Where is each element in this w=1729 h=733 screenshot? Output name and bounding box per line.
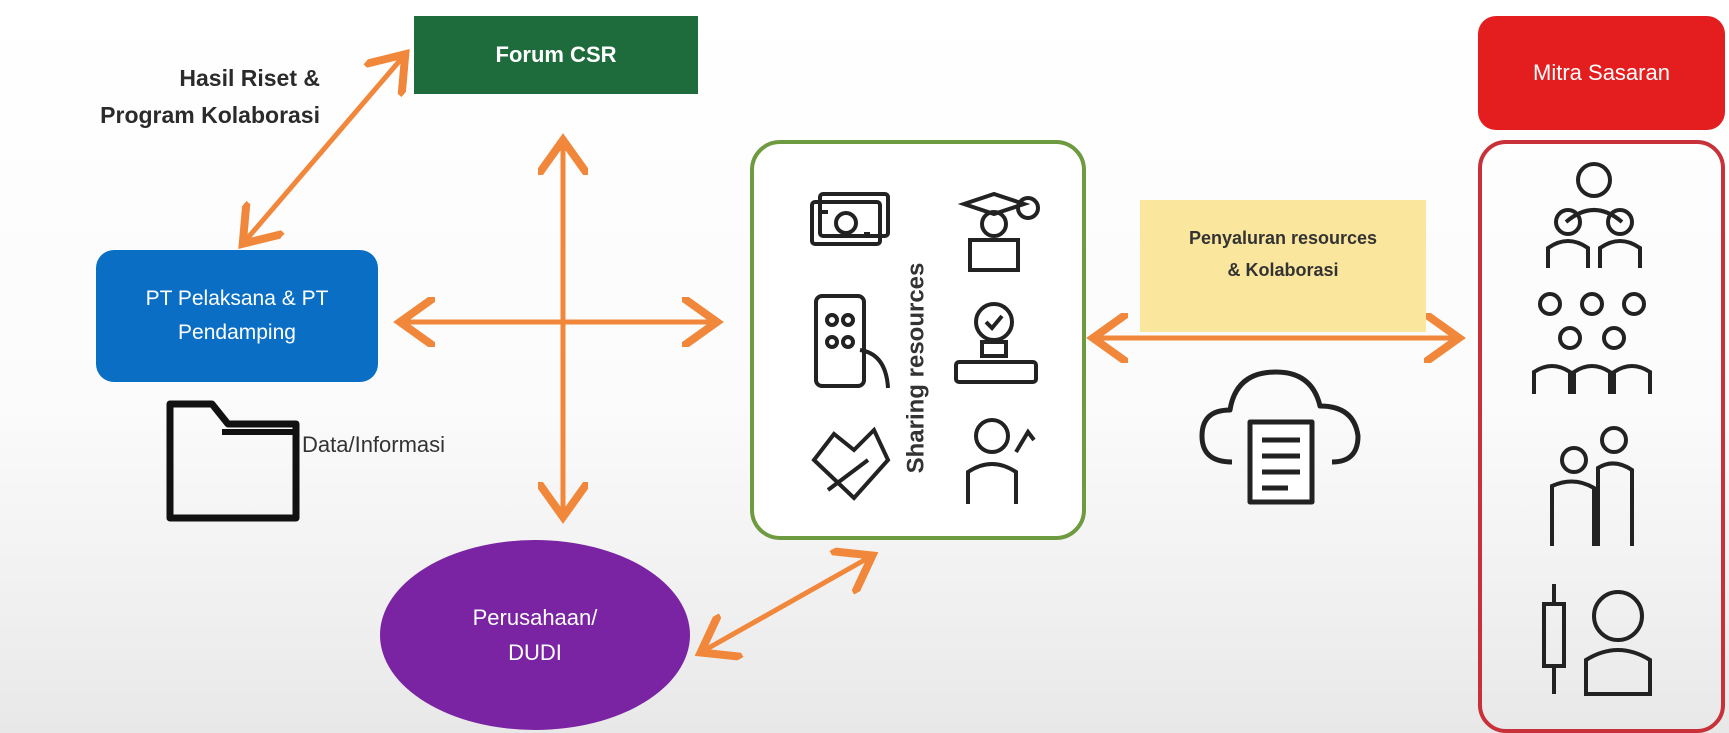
- elderly-care-icon: [1550, 426, 1634, 546]
- mitra-sasaran-node: Mitra Sasaran: [1478, 16, 1725, 130]
- money-icon: [810, 192, 890, 246]
- data-informasi-label: Data/Informasi: [302, 432, 446, 457]
- sharing-resources-box: [750, 140, 1086, 540]
- arrow-perusahaan-sharing: [705, 558, 868, 650]
- perusahaan-dudi-node: Perusahaan/DUDI: [380, 540, 690, 730]
- graduate-icon: [957, 191, 1040, 272]
- penyaluran-label: Penyaluran resources & Kolaborasi: [1140, 200, 1426, 332]
- sharing-resources-label: Sharing resources: [902, 262, 929, 474]
- doctor-icon: [966, 418, 1036, 504]
- cloud-document-icon: [1199, 369, 1361, 505]
- baby-vaccine-icon: [1542, 584, 1652, 696]
- handshake-icon: [811, 426, 891, 501]
- hasil-riset-label: Hasil Riset & Program Kolaborasi: [100, 65, 320, 128]
- forum-csr-node: Forum CSR: [414, 16, 698, 94]
- arrow-forum-pt: [246, 58, 402, 240]
- folder-icon: [166, 400, 300, 522]
- community-icon: [1532, 292, 1652, 394]
- family-icon: [1546, 162, 1642, 268]
- idea-icon: [954, 302, 1038, 384]
- mitra-sasaran-box: [1478, 140, 1725, 733]
- mobile-payment-icon: [814, 294, 890, 389]
